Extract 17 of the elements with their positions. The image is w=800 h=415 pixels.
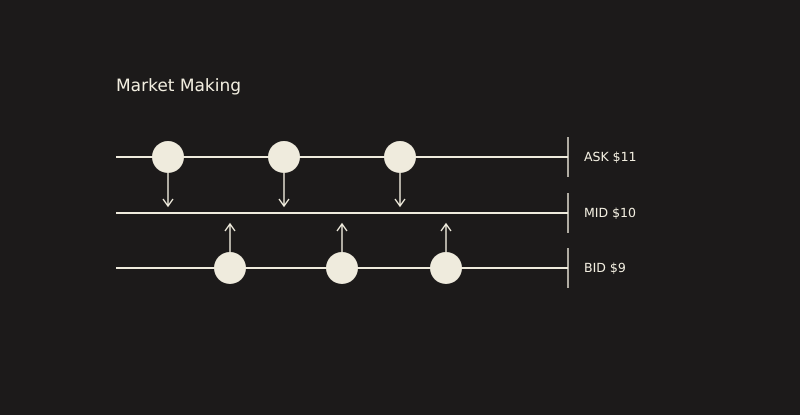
circle-marker [268, 141, 300, 173]
circle-marker [430, 252, 462, 284]
circle-marker [214, 252, 246, 284]
diagram-title: Market Making [116, 76, 242, 96]
arrow [440, 223, 452, 252]
price-label: MID $10 [584, 205, 636, 220]
arrow [162, 173, 174, 207]
price-label: BID $9 [584, 260, 626, 275]
price-label: ASK $11 [584, 149, 637, 164]
arrow [336, 223, 348, 252]
circle-marker [326, 252, 358, 284]
arrow [394, 173, 406, 207]
circle-marker [384, 141, 416, 173]
arrow [224, 223, 236, 252]
price-level-line [116, 212, 568, 214]
arrow [278, 173, 290, 207]
circle-marker [152, 141, 184, 173]
